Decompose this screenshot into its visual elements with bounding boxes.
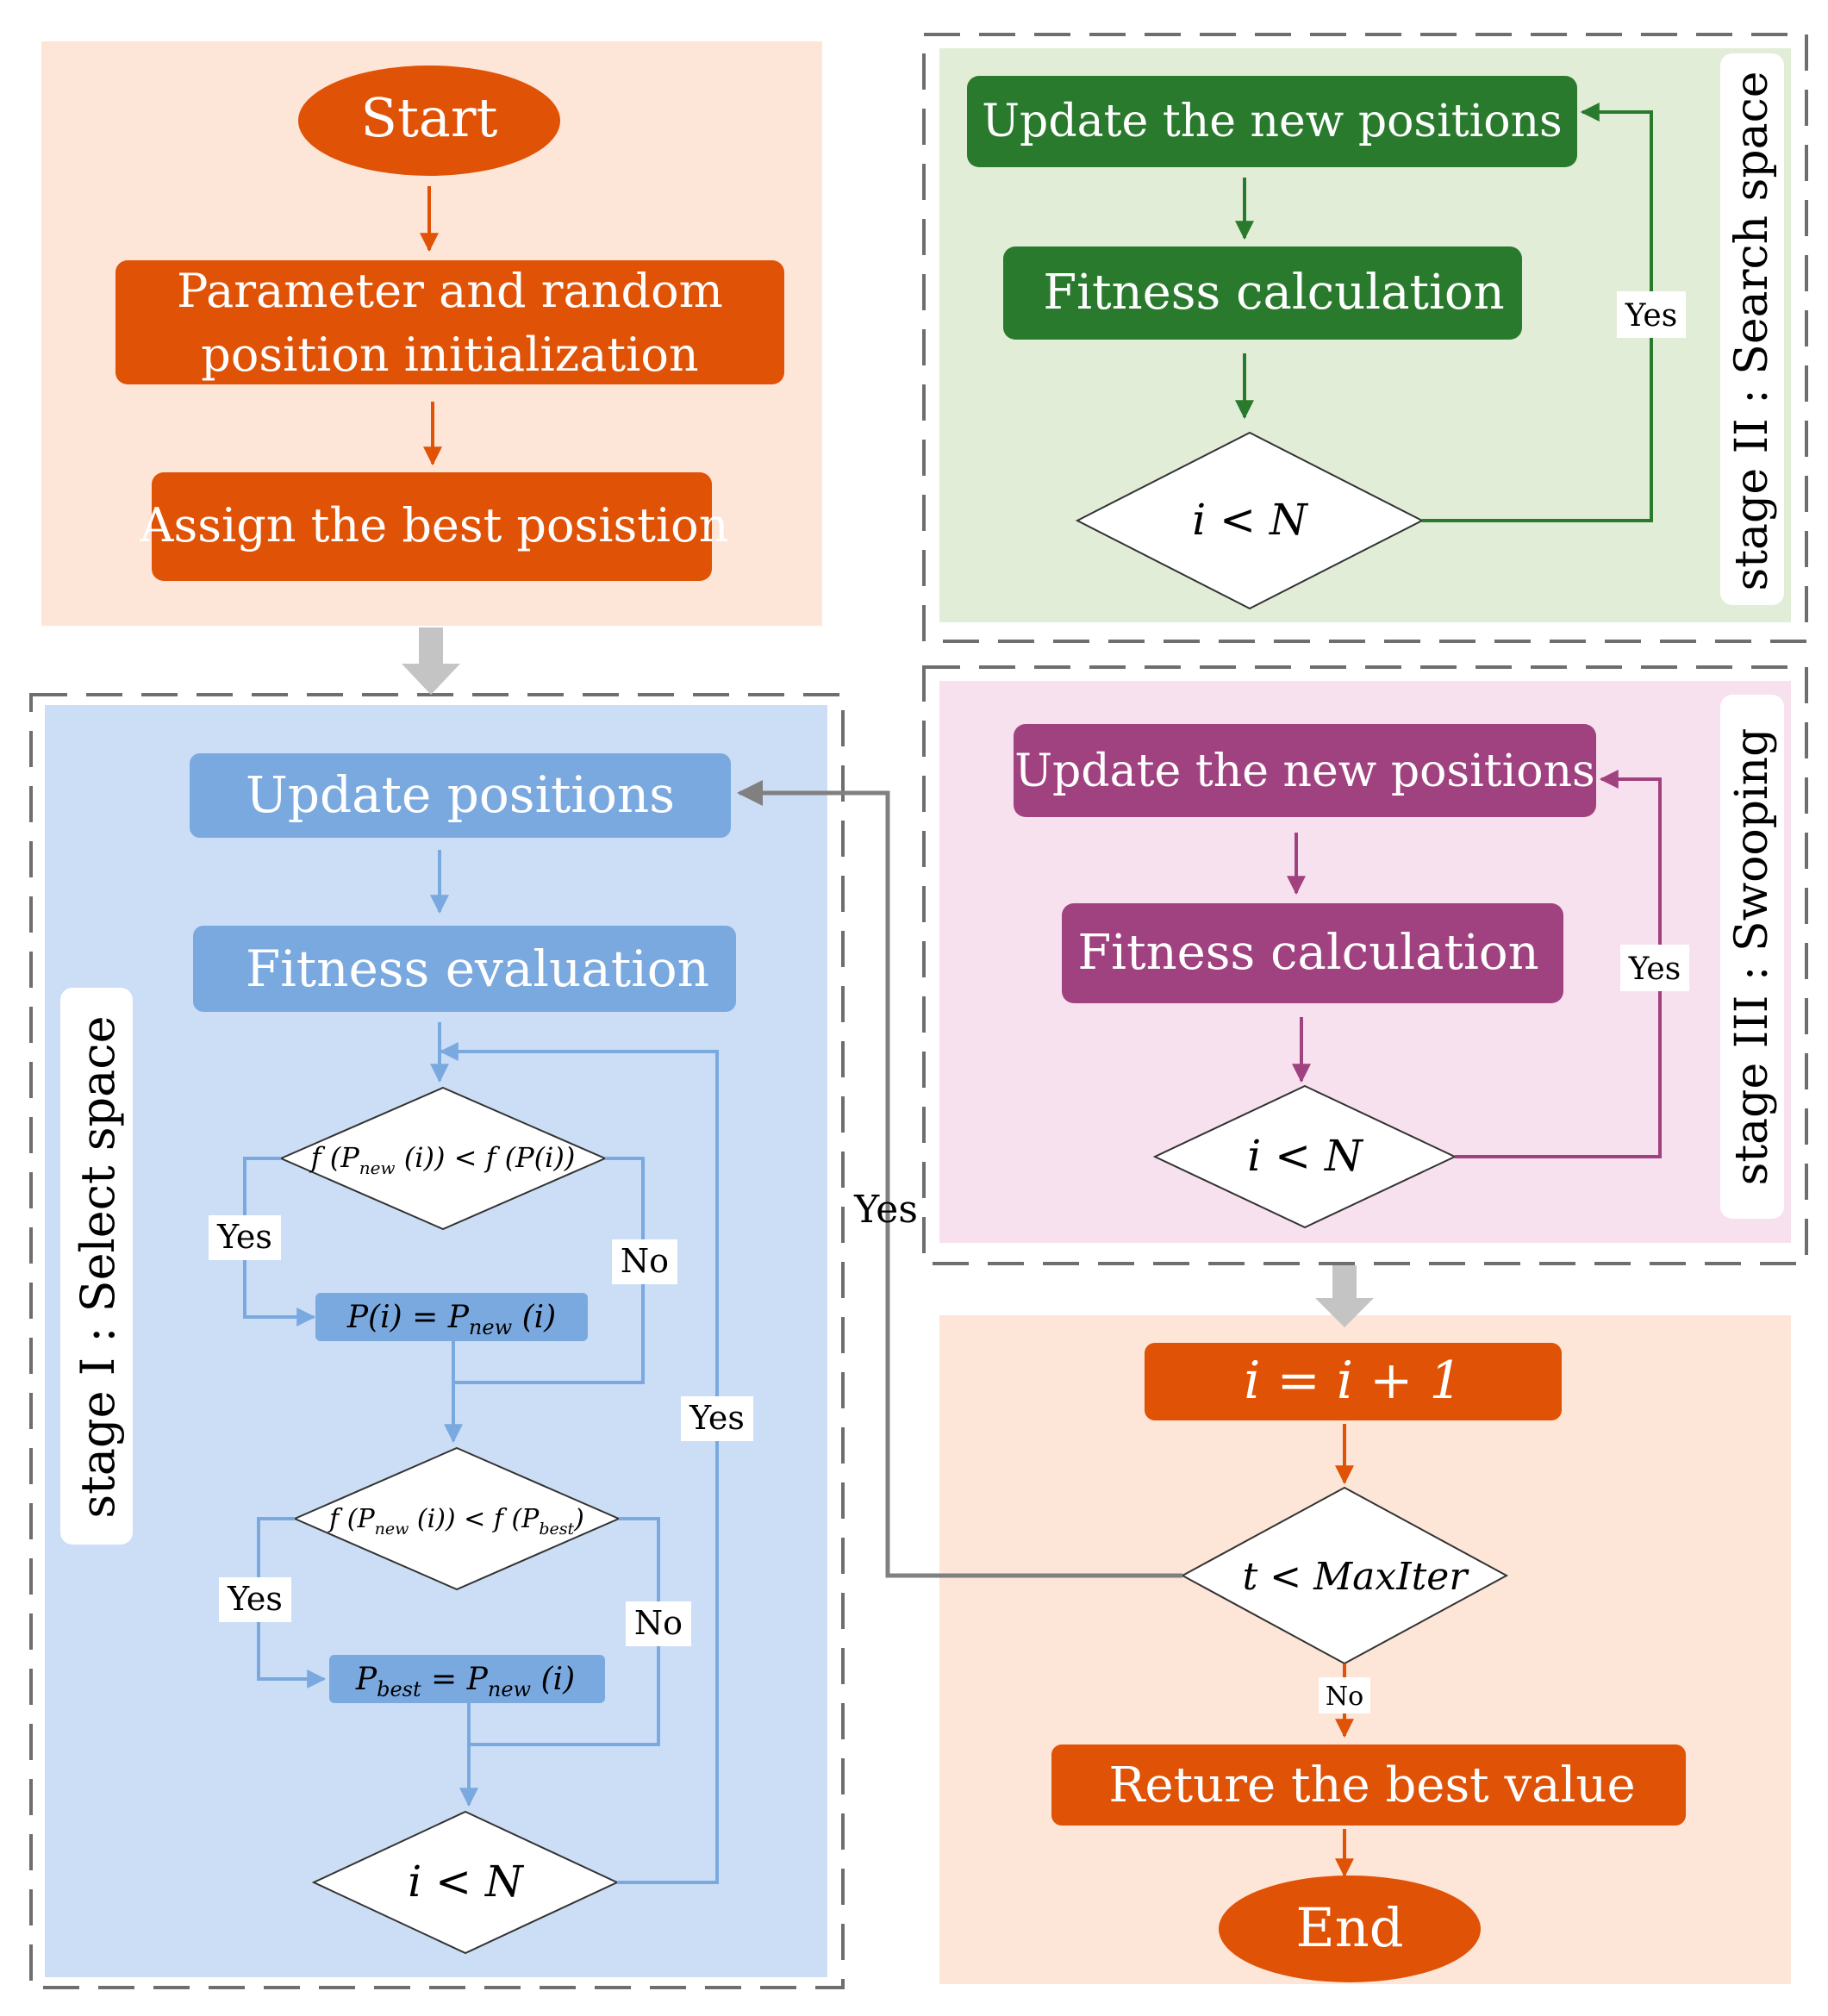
stage1-dashed-border (29, 693, 845, 1989)
stage2-decision (1075, 431, 1425, 610)
stage3-label-box (1720, 695, 1784, 1219)
stage2-dashed-border (922, 33, 1808, 643)
stage1-fitness-label: Fitness evaluation (246, 939, 709, 998)
stage1-label-box (60, 988, 133, 1545)
stage1-assign2-box (329, 1655, 605, 1703)
assign2-sub2: new (488, 1677, 532, 1701)
dec1-no-bg (612, 1239, 677, 1284)
stage3-label: stage III : Swooping (1726, 728, 1778, 1186)
dec1-yes-label: Yes (216, 1218, 272, 1256)
stage2-fitness-label: Fitness calculation (1043, 265, 1504, 321)
stage1-decision1-label: f (Pnew (i)) < f (P(i)) (309, 1141, 576, 1178)
stage2-update-label: Update the new positions (982, 96, 1563, 147)
stage3-fitness-label: Fitness calculation (1077, 925, 1538, 981)
assign2-part1: P (355, 1662, 377, 1697)
stage1-assign1-label: P(i) = Pnew (i) (346, 1300, 556, 1339)
increment-label: i = i + 1 (1244, 1351, 1462, 1411)
dec1-no-label: No (621, 1242, 669, 1280)
dec2-part3: ) (573, 1504, 584, 1534)
stage1-assign2-label: Pbest = Pnew (i) (355, 1662, 575, 1701)
assign1-part1: P(i) = P (346, 1300, 470, 1335)
maxiter-no-label: No (1326, 1682, 1363, 1712)
dec3-yes-label: Yes (689, 1399, 745, 1437)
stage1-label: stage I : Select space (71, 1015, 125, 1518)
maxiter-no-bg (1319, 1677, 1370, 1713)
maxiter-yes-label: Yes (853, 1188, 918, 1232)
dec1-yes-bg (209, 1215, 281, 1260)
stage2-decision-label: i < N (1192, 495, 1309, 545)
stage1-decision2 (292, 1446, 621, 1591)
assign2-sub1: best (377, 1677, 421, 1701)
dec1-part1: f (P (309, 1141, 360, 1174)
end-label: End (1296, 1896, 1404, 1959)
end-terminal (1219, 1876, 1481, 1982)
increment-box (1145, 1343, 1562, 1420)
stage3-decision (1152, 1084, 1457, 1229)
dec2-yes-bg (219, 1577, 291, 1622)
dec1-part2: (i)) < f (P(i)) (396, 1141, 576, 1174)
assign-best-box (152, 472, 712, 581)
stage3-yes-bg (1620, 945, 1689, 991)
stage2-update-box (967, 76, 1577, 167)
maxiter-decision-label: t < MaxIter (1243, 1555, 1470, 1599)
dec2-part1: f (P (328, 1504, 375, 1534)
maxiter-yes-loop (737, 780, 1182, 1578)
return-best-label: Reture the best value (1108, 1757, 1635, 1813)
dec2-part2: (i)) < f (P (409, 1504, 540, 1534)
stage1-update-box (190, 753, 731, 838)
start-terminal (298, 66, 560, 176)
dec2-sub1: new (375, 1520, 409, 1539)
stage2-fitness-box (1003, 247, 1522, 340)
dec2-yes-label: Yes (227, 1580, 283, 1618)
dec2-sub2: best (539, 1520, 574, 1539)
dec3-yes-loop (439, 1042, 719, 1884)
dec2-no-bg (626, 1601, 691, 1646)
stage1-update-label: Update positions (246, 765, 675, 824)
assign-best-label: Assign the best posistion (140, 498, 729, 552)
dec2-no-label: No (634, 1604, 683, 1642)
stage1-decision2-label: f (Pnew (i)) < f (Pbest) (328, 1504, 584, 1539)
stage1-assign1-box (315, 1293, 588, 1341)
stage3-dashed-border (922, 665, 1808, 1265)
assign1-part2: (i) (512, 1300, 556, 1335)
start-label: Start (361, 86, 498, 149)
stage1-decision3 (311, 1810, 620, 1955)
stage2-label-box (1720, 53, 1784, 605)
param-init-line2: position initialization (201, 328, 698, 382)
stage2-label: stage II : Search space (1726, 71, 1778, 590)
stage3-decision-label: i < N (1247, 1131, 1364, 1181)
dec1-sub: new (359, 1158, 396, 1178)
param-init-box (115, 260, 784, 384)
assign1-sub: new (469, 1315, 513, 1339)
stage1-decision3-label: i < N (408, 1857, 525, 1907)
assign2-part2: = P (421, 1662, 489, 1697)
stage3-update-label: Update the new positions (1014, 746, 1595, 797)
stage2-yes-label: Yes (1625, 298, 1677, 334)
stage3-fitness-box (1062, 903, 1563, 1003)
stage2-yes-bg (1617, 291, 1686, 338)
stage1-fitness-box (193, 926, 736, 1012)
stage1-decision1 (278, 1086, 608, 1231)
param-init-line1: Parameter and random (177, 264, 723, 318)
arrow-init-to-stage1 (402, 627, 460, 695)
arrow-stage3-to-final (1315, 1265, 1374, 1327)
assign2-part3: (i) (531, 1662, 575, 1697)
stage3-yes-label: Yes (1628, 952, 1681, 987)
stage3-update-box (1014, 724, 1596, 817)
dec3-yes-bg (681, 1396, 753, 1441)
return-best-box (1051, 1744, 1686, 1826)
